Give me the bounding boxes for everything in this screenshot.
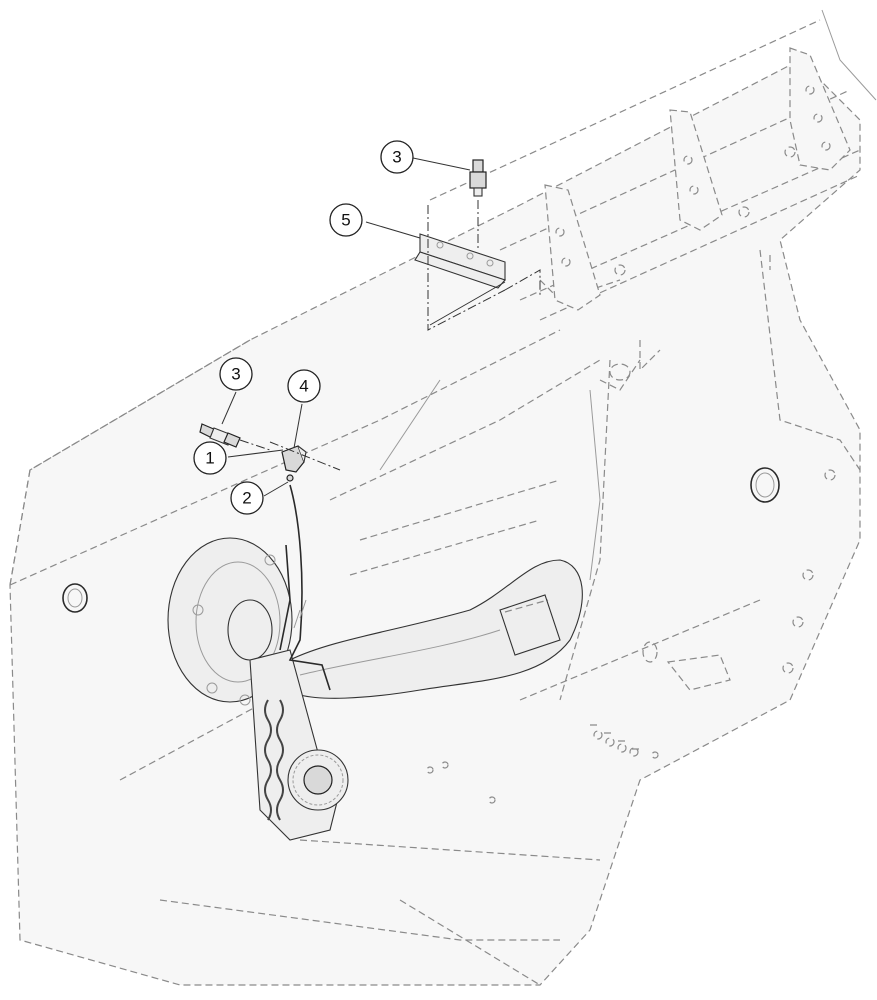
lower-arm [249,649,349,841]
frame-body [9,59,861,986]
callout-label: 4 [299,377,308,396]
leader-lines [221,157,471,497]
callout-2: 2 [230,481,264,515]
callout-label: 5 [341,211,350,230]
callout-1: 1 [193,441,227,475]
sensor-cable [279,359,601,691]
callout-3-top: 3 [380,140,414,174]
callout-3-left: 3 [219,357,253,391]
callout-label: 2 [242,489,251,508]
part-5-bracket [414,205,541,331]
callout-4: 4 [287,369,321,403]
gusset-plates [544,47,851,311]
part-4-clamp [269,441,341,482]
callout-label: 3 [231,365,240,384]
swing-arm [284,479,583,699]
right-post [559,249,861,757]
part-3-left-sensor [199,423,271,451]
left-frame-hole [62,583,88,613]
callout-5: 5 [329,203,363,237]
callout-label: 1 [205,449,214,468]
frame-details [426,255,771,804]
chain [264,699,284,821]
callout-label: 3 [392,148,401,167]
part-3-top-fitting [469,159,487,250]
